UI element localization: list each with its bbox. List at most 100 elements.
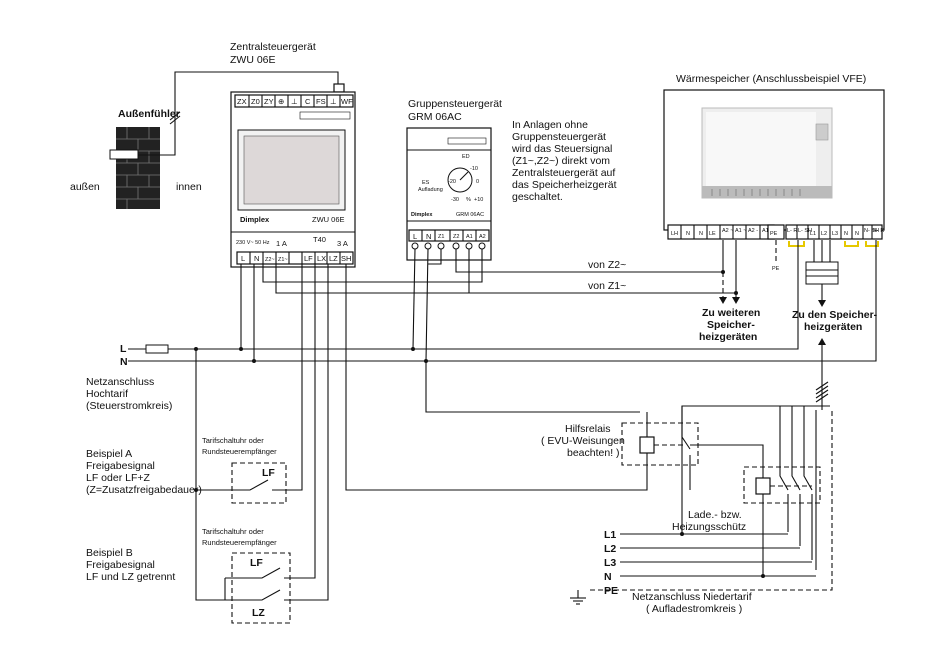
grm-face-model: GRM 06AC bbox=[456, 212, 484, 218]
example-b-line-3: LF und LZ getrennt bbox=[86, 571, 175, 583]
zwu-relay-rating: 3 A bbox=[337, 239, 348, 248]
grm-dial-m10: -10 bbox=[470, 166, 478, 172]
zwu-terminal-lx: LX bbox=[317, 254, 326, 263]
storage-terminal-le: LE bbox=[709, 231, 716, 237]
example-a: Beispiel A Freigabesignal LF oder LF+Z (… bbox=[86, 264, 303, 504]
example-a-contact-label: LF bbox=[262, 467, 275, 479]
zwu-fuse: T40 bbox=[313, 235, 326, 244]
zwu-terminal-lz: LZ bbox=[329, 254, 338, 263]
relay-coil bbox=[639, 436, 655, 454]
storage-terminal-n2: N bbox=[699, 231, 703, 237]
storage-terminal-n1: N bbox=[686, 231, 690, 237]
mains-high-tariff: L N Netzanschluss Hochtarif (Steuerstrom… bbox=[86, 240, 877, 412]
zwu-terminal-gnd2: ⊥ bbox=[330, 97, 337, 106]
storage-terminal-l1: L1 bbox=[810, 231, 816, 237]
more-heaters-line-3: heizgeräten bbox=[699, 331, 757, 343]
contactor-coil bbox=[755, 477, 771, 495]
example-a-line-2: Freigabesignal bbox=[86, 460, 155, 472]
mains-caption-line-1: Netzanschluss bbox=[86, 376, 154, 388]
storage-terminal-nsh: N- SH bbox=[864, 228, 879, 234]
storage-terminal-a1: A1 ~ bbox=[735, 228, 746, 234]
grm-dial-es: ES bbox=[422, 180, 430, 186]
note-line-1: In Anlagen ohne bbox=[512, 119, 588, 131]
zwu-model-label: ZWU 06E bbox=[230, 54, 276, 66]
zwu-terminal-z1: Z1~ bbox=[278, 257, 288, 263]
relay-line-1: Hilfsrelais bbox=[565, 423, 611, 435]
grm-dial-m30: -30 bbox=[451, 197, 459, 203]
grm-dial-aufladung: Aufladung bbox=[418, 187, 443, 193]
zwu-terminal-zx: ZX bbox=[237, 97, 247, 106]
signal-z1-label: von Z1~ bbox=[588, 280, 626, 292]
storage-terminal-pe: PE bbox=[770, 231, 778, 237]
grm-dial-ed: ED bbox=[462, 154, 470, 160]
relay-line-2: ( EVU-Weisungen bbox=[541, 435, 625, 447]
grm-terminal-z1: Z1 bbox=[438, 234, 444, 240]
mains-fuse bbox=[145, 344, 169, 354]
example-b: Beispiel B Freigabesignal LF und LZ getr… bbox=[86, 264, 329, 624]
mains-caption-line-2: Hochtarif bbox=[86, 388, 128, 400]
phase-pe: PE bbox=[604, 585, 618, 597]
grm-controller: Gruppensteuergerät GRM 06AC ED -10 -20 -… bbox=[406, 98, 502, 261]
phase-l3: L3 bbox=[604, 557, 616, 569]
note-line-6: das Speicherheizgerät bbox=[512, 179, 617, 191]
zwu-rating: 230 V~ 50 Hz bbox=[236, 240, 270, 246]
example-b-device-1: Tarifschaltuhr oder bbox=[202, 527, 264, 536]
grm-terminal-n: N bbox=[426, 232, 431, 241]
grm-dial bbox=[447, 167, 473, 193]
mains-l-label: L bbox=[120, 343, 127, 355]
example-b-switch-box bbox=[231, 552, 291, 624]
example-b-line-2: Freigabesignal bbox=[86, 559, 155, 571]
zwu-terminal-lf: LF bbox=[304, 254, 313, 263]
storage-title: Wärmespeicher (Anschlussbeispiel VFE) bbox=[676, 73, 866, 85]
example-a-device-2: Rundsteuerempfänger bbox=[202, 447, 277, 456]
storage-terminal-a2b: A2 - bbox=[748, 228, 758, 234]
grm-terminal-a2: A2 bbox=[479, 234, 486, 240]
sensor-outside-label: außen bbox=[70, 181, 100, 193]
zwu-relay-label: 1 A bbox=[276, 239, 287, 248]
storage-terminal-n3: N bbox=[844, 231, 848, 237]
zwu-terminal-n: N bbox=[254, 254, 259, 263]
example-a-line-1: Beispiel A bbox=[86, 448, 132, 460]
storage-terminal-lsh: L- SH bbox=[798, 228, 812, 234]
grm-dial-m20: -20 bbox=[448, 179, 456, 185]
sensor-title: Außenfühler bbox=[118, 108, 180, 120]
zwu-title: Zentralsteuergerät bbox=[230, 41, 316, 53]
example-a-device-1: Tarifschaltuhr oder bbox=[202, 436, 264, 445]
grm-terminal-l: L bbox=[413, 232, 417, 241]
storage-terminal-a2: A2 ~ bbox=[722, 228, 733, 234]
note-line-7: geschaltet. bbox=[512, 191, 563, 203]
storage-terminal-lr: L- R bbox=[787, 228, 797, 234]
example-b-device-2: Rundsteuerempfänger bbox=[202, 538, 277, 547]
note-line-3: wird das Steuersignal bbox=[511, 143, 612, 155]
note-line-2: Gruppensteuergerät bbox=[512, 131, 606, 143]
contactor-line-2: Heizungsschütz bbox=[672, 521, 746, 533]
example-b-contact-lf: LF bbox=[250, 557, 263, 569]
grm-dial-zero: 0 bbox=[476, 179, 479, 185]
grm-dial-pct: % bbox=[466, 197, 471, 203]
zwu-bottom-terminal-strip bbox=[236, 251, 354, 265]
relay-line-3: beachten! ) bbox=[567, 447, 620, 459]
storage-terminal-l3: L3 bbox=[832, 231, 838, 237]
example-a-line-4: (Z=Zusatzfreigabedauer) bbox=[86, 484, 202, 496]
storage-heater: Wärmespeicher (Anschlussbeispiel VFE) LH… bbox=[663, 73, 885, 272]
terminal-bridges bbox=[788, 241, 879, 247]
storage-terminal-lh: LH bbox=[671, 231, 678, 237]
more-heaters-line-1: Zu weiteren bbox=[702, 307, 760, 319]
zwu-terminal-fs: FS bbox=[316, 97, 326, 106]
storage-pe-label: PE bbox=[772, 266, 780, 272]
zwu-controller: Zentralsteuergerät ZWU 06E ZX Z0 ZY ⊕ ⊥ … bbox=[230, 41, 356, 268]
zwu-terminal-c: C bbox=[305, 97, 311, 106]
contactor-line-1: Lade.- bzw. bbox=[688, 509, 742, 521]
example-a-switch-box bbox=[231, 462, 287, 504]
zwu-terminal-z2: Z2~ bbox=[265, 257, 275, 263]
zwu-top-terminals: ZX Z0 ZY ⊕ ⊥ C FS ⊥ WF bbox=[237, 95, 353, 107]
more-heaters-line-2: Speicher- bbox=[707, 319, 755, 331]
mains-caption-line-3: (Steuerstromkreis) bbox=[86, 400, 172, 412]
note-line-4: (Z1~,Z2~) direkt vom bbox=[512, 155, 610, 167]
phase-l1: L1 bbox=[604, 529, 616, 541]
signal-lines: von Z2~ von Z1~ Zu weiteren Speicher- he… bbox=[262, 240, 878, 410]
grm-terminal-a1: A1 bbox=[466, 234, 473, 240]
low-tariff-caption-2: ( Aufladestromkreis ) bbox=[646, 603, 742, 615]
